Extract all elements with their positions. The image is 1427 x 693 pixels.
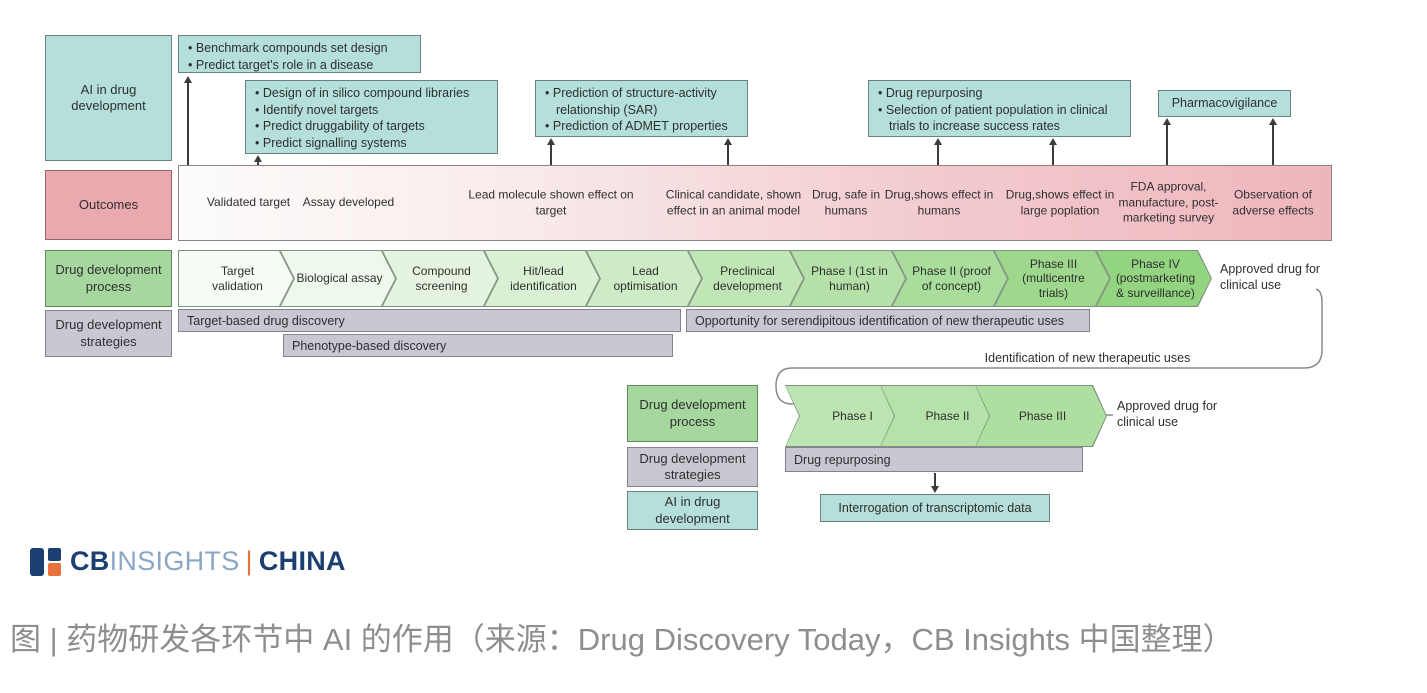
approved-drug-bottom-text: Approved drug for clinical use: [1117, 399, 1218, 430]
row-label-text: Drug development strategies: [639, 450, 746, 482]
logo-bar-shape: [30, 547, 44, 576]
row-label-text: AI in drug development: [71, 81, 146, 113]
row-label-strategies: Drug development strategies: [45, 310, 172, 357]
logo-divider: |: [245, 546, 253, 576]
outcome-item: Observation of adverse effects: [1232, 187, 1314, 217]
process-step: Phase III (multicentre trials): [994, 250, 1110, 307]
ai-callout-discovery: Design of in silico compound libraries I…: [245, 80, 498, 154]
up-arrow: [1269, 118, 1277, 172]
interrogation-text: Interrogation of transcriptomic data: [838, 500, 1032, 515]
ai-callout-repurposing-trials: Drug repurposing Selection of patient po…: [868, 80, 1131, 137]
process-step: Phase I (1st in human): [790, 250, 906, 307]
ai-callout-sar-admet: Prediction of structure-activity relatio…: [535, 80, 748, 137]
row-label-text: Outcomes: [78, 196, 139, 212]
process-chevron-row: Target validation Biological assay Compo…: [178, 250, 1212, 307]
process-step: Target validation: [178, 250, 294, 307]
process-step: Lead optimisation: [586, 250, 702, 307]
repurposing-chevron-row: Phase I Phase II Phase III: [785, 385, 1107, 447]
callout-line: Predict signalling systems: [254, 135, 489, 152]
process-step: Hit/lead identification: [484, 250, 600, 307]
process-step: Biological assay: [280, 250, 396, 307]
callout-line: Selection of patient population in clini…: [877, 102, 1122, 135]
row-label-text: Drug development process: [55, 262, 162, 294]
strategy-target-based: Target-based drug discovery: [178, 309, 681, 332]
outcomes-bar: Validated target Assay developed Lead mo…: [178, 165, 1332, 241]
row-label-process: Drug development process: [45, 250, 172, 307]
bottom-label-process: Drug development process: [627, 385, 758, 442]
repurposing-phase: Phase III: [975, 385, 1107, 447]
bottom-label-strategies: Drug development strategies: [627, 447, 758, 487]
interrogation-box: Interrogation of transcriptomic data: [820, 494, 1050, 522]
approved-drug-top-text: Approved drug for clinical use: [1220, 262, 1321, 293]
ai-callout-pharmacovigilance: Pharmacovigilance: [1158, 90, 1291, 117]
outcome-item: Drug,shows effect in large poplation: [1005, 187, 1115, 217]
process-step: Preclinical development: [688, 250, 804, 307]
up-arrow: [547, 138, 555, 172]
callout-line: Pharmacovigilance: [1171, 96, 1278, 111]
outcome-item: Clinical candidate, shown effect in an a…: [665, 187, 802, 217]
callout-line: Predict druggability of targets: [254, 118, 489, 135]
callout-line: Predict target's role in a disease: [187, 57, 412, 74]
callout-line: Benchmark compounds set design: [187, 40, 412, 57]
drug-repurposing-bar: Drug repurposing: [785, 447, 1083, 472]
callout-line: Prediction of ADMET properties: [544, 118, 739, 135]
up-arrow: [1163, 118, 1171, 172]
outcome-item: Drug,shows effect in humans: [884, 187, 994, 217]
logo-cb: CB: [70, 546, 110, 576]
callout-line: Identify novel targets: [254, 102, 489, 119]
callout-line: Drug repurposing: [877, 85, 1122, 102]
callout-line: Prediction of structure-activity relatio…: [544, 85, 739, 118]
up-arrow: [184, 76, 192, 172]
outcome-item: Validated target: [206, 195, 291, 210]
process-step: Phase II (proof of concept): [892, 250, 1008, 307]
strategy-phenotype: Phenotype-based discovery: [283, 334, 673, 357]
ai-callout-target-identification: Benchmark compounds set design Predict t…: [178, 35, 421, 73]
down-arrow: [931, 473, 939, 493]
identification-new-uses-text: Identification of new therapeutic uses: [984, 351, 1191, 365]
up-arrow: [724, 138, 732, 172]
callout-line: Design of in silico compound libraries: [254, 85, 489, 102]
logo-china: CHINA: [258, 546, 346, 576]
outcome-item: FDA approval, manufacture, post-marketin…: [1118, 179, 1219, 225]
up-arrow: [934, 138, 942, 172]
outcome-item: Assay developed: [302, 195, 395, 210]
row-label-text: Drug development strategies: [55, 317, 162, 349]
cbinsights-china-logo: CBINSIGHTS|CHINA: [30, 546, 346, 577]
logo-insights: INSIGHTS: [109, 546, 240, 576]
process-step: Compound screening: [382, 250, 498, 307]
row-label-ai-in-drug-development: AI in drug development: [45, 35, 172, 161]
logo-square-navy: [48, 547, 61, 561]
row-label-text: AI in drug development: [655, 494, 730, 526]
row-label-outcomes: Outcomes: [45, 170, 172, 240]
bottom-label-ai: AI in drug development: [627, 491, 758, 530]
outcome-item: Drug, safe in humans: [811, 187, 881, 217]
logo-square-orange: [48, 562, 61, 576]
process-step: Phase IV (postmarketing & surveillance): [1096, 250, 1212, 307]
row-label-text: Drug development process: [639, 397, 746, 429]
figure-caption: 图 | 药物研发各环节中 AI 的作用（来源：Drug Discovery To…: [10, 622, 1234, 657]
cbinsights-logo-icon: [30, 547, 62, 577]
up-arrow: [1049, 138, 1057, 172]
outcome-item: Lead molecule shown effect on target: [468, 187, 634, 217]
logo-text: CBINSIGHTS|CHINA: [70, 546, 346, 577]
strategy-opportunity: Opportunity for serendipitous identifica…: [686, 309, 1090, 332]
